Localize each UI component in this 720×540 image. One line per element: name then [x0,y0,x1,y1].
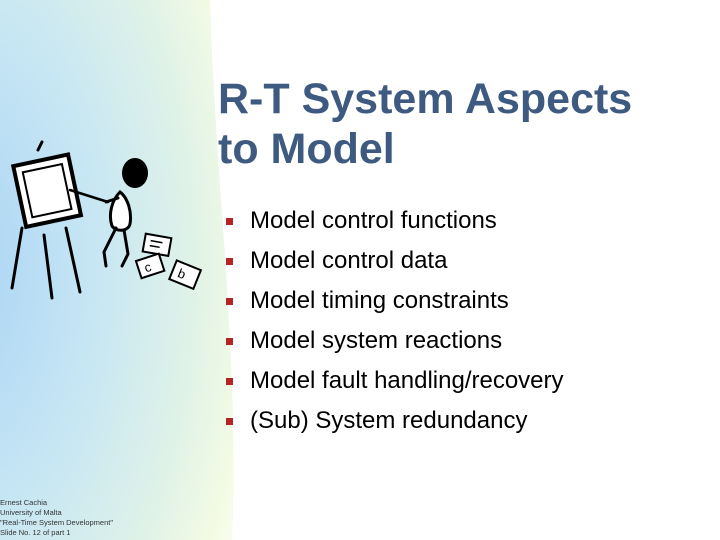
bullet-text: Model system reactions [250,327,503,354]
square-bullet-icon [226,418,233,425]
bullet-text: (Sub) System redundancy [250,407,528,434]
square-bullet-icon [226,218,233,225]
bullet-item: Model system reactions [226,321,564,361]
bullet-item: Model fault handling/recovery [226,361,564,401]
footer-author: Ernest Cachia [0,498,48,507]
square-bullet-icon [226,258,233,265]
bullet-text: Model timing constraints [250,287,509,314]
presenter-at-easel-clipart: c b [10,140,203,300]
bullet-item: Model control functions [226,201,564,241]
bullet-item: (Sub) System redundancy [226,401,564,441]
footer-institution: University of Malta [0,508,62,517]
square-bullet-icon [226,298,233,305]
bullet-text: Model fault handling/recovery [250,367,564,394]
title-line-2: to Model [218,125,395,173]
bullet-text: Model control data [250,247,448,274]
bullet-item: Model timing constraints [226,281,564,321]
bullet-item: Model control data [226,241,564,281]
bullet-list: Model control functions Model control da… [226,201,564,441]
footer-course: "Real-Time System Development" [0,518,113,527]
footer-slide-number: Slide No. 12 of part 1 [0,528,71,537]
bullet-text: Model control functions [250,207,497,234]
slide-footer: Ernest Cachia University of Malta "Real-… [0,498,113,538]
square-bullet-icon [226,378,233,385]
slide-title: R-T System Aspects to Model [218,74,708,174]
svg-text:c: c [142,259,153,275]
square-bullet-icon [226,338,233,345]
title-line-1: R-T System Aspects [218,75,633,123]
